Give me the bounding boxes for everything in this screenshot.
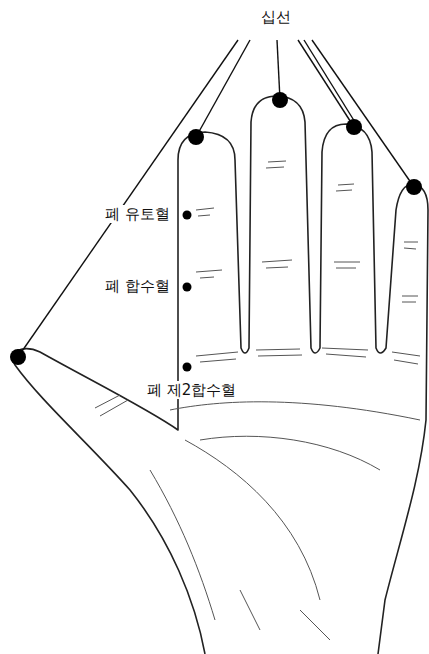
hand-outline bbox=[12, 96, 428, 654]
acupoint-label: 폐 합수혈 bbox=[103, 277, 172, 295]
acupoint-label: 폐 제2합수혈 bbox=[145, 381, 238, 399]
skin-creases bbox=[95, 161, 420, 640]
leader-lines bbox=[18, 40, 414, 357]
acupoint-label: 폐 유토혈 bbox=[103, 205, 172, 223]
point-label: 십선 bbox=[259, 8, 293, 26]
acupoint-dots bbox=[10, 92, 422, 372]
